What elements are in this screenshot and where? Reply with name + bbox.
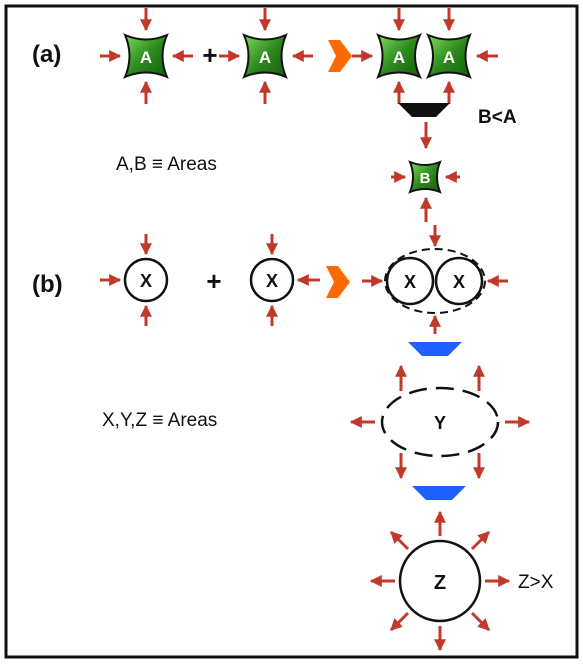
process-arrow-blue-2 [412, 486, 466, 500]
circle-x-1-label: X [140, 271, 152, 291]
areas-ab-label: A,B ≡ Areas [116, 154, 217, 175]
process-arrow-blue-1 [408, 342, 462, 356]
circle-x-2-label: X [266, 271, 278, 291]
square-a-1: A [100, 8, 193, 104]
circle-z-label: Z [434, 572, 446, 594]
merged-circle-2-label: X [453, 272, 465, 292]
circle-z: Z [369, 510, 511, 652]
merged-circles-xx: X X [362, 225, 508, 334]
relation-z-gt-x: Z>X [518, 572, 554, 593]
plus-sign-b: + [206, 266, 221, 296]
square-a-2: A [219, 8, 313, 104]
areas-xyz-label: X,Y,Z ≡ Areas [102, 410, 217, 431]
panel-a-label: (a) [32, 41, 61, 68]
ellipse-y: Y [349, 364, 531, 480]
relation-b-lt-a: B<A [478, 107, 517, 128]
panel-b-label: (b) [32, 271, 63, 298]
process-arrow-black [398, 103, 450, 117]
plus-sign-a: + [202, 40, 217, 70]
square-a-1-label: A [140, 48, 152, 67]
merged-circle-1-label: X [404, 272, 416, 292]
outer-border [4, 4, 579, 659]
circle-x-1: X [100, 234, 169, 326]
process-arrow-orange-b [326, 266, 350, 298]
circle-x-2: X [249, 234, 320, 326]
square-a-2-label: A [259, 48, 271, 67]
merged-square-2-label: A [443, 48, 455, 67]
merged-square-1-label: A [393, 48, 405, 67]
process-arrow-orange-a [328, 40, 352, 72]
merged-squares-aa: A A [352, 8, 498, 104]
square-b-label: B [420, 170, 431, 187]
square-b: B [391, 160, 460, 222]
ellipse-y-label: Y [434, 413, 446, 433]
